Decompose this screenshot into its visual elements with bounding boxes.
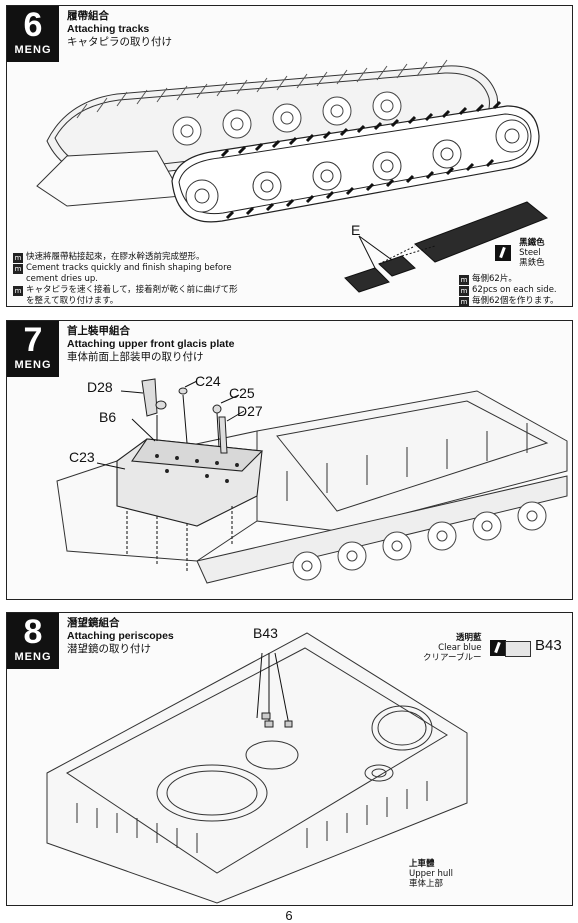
title-cn: 首上裝甲組合	[67, 325, 130, 337]
title-cn: 履帶組合	[67, 10, 109, 22]
glacis-illustration	[56, 378, 568, 584]
page-number: 6	[285, 908, 293, 923]
title-jp: 車体前面上部装甲の取り付け	[67, 351, 204, 363]
color-part-label: B43	[535, 637, 562, 654]
brand-logo: MENG	[14, 651, 52, 663]
paint-brush-icon	[495, 245, 511, 261]
step-7-panel: 7 MENG 首上裝甲組合 Attaching upper front glac…	[6, 320, 573, 600]
brand-logo: MENG	[14, 359, 52, 371]
lang-mark: m	[459, 286, 469, 296]
lang-mark: m	[459, 275, 469, 285]
title-jp: キャタピラの取り付け	[67, 36, 172, 48]
brand-logo: MENG	[14, 44, 52, 56]
part-label-b6: B6	[99, 409, 117, 425]
upper-hull-illustration	[46, 632, 468, 904]
step-7-titles: 首上裝甲組合 Attaching upper front glacis plat…	[67, 325, 234, 364]
periscope-part-icon	[505, 641, 531, 657]
title-jp: 潜望鏡の取り付け	[67, 643, 151, 655]
step-6-badge: 6 MENG	[7, 6, 59, 62]
step-6-panel: 6 MENG 履帶組合 Attaching tracks キャタピラの取り付け	[6, 5, 573, 307]
tracks-illustration	[36, 59, 548, 293]
part-label-c25: C25	[229, 385, 255, 401]
title-en: Attaching upper front glacis plate	[67, 338, 235, 350]
paint-brush-icon	[489, 640, 506, 656]
lang-mark: m	[13, 264, 23, 274]
title-en: Attaching periscopes	[67, 630, 174, 642]
step-number: 7	[23, 321, 43, 359]
part-label-e: E	[351, 222, 361, 238]
step-7-badge: 7 MENG	[7, 321, 59, 377]
step-number: 8	[23, 613, 43, 651]
step-6-titles: 履帶組合 Attaching tracks キャタピラの取り付け	[67, 10, 172, 49]
lang-mark: m	[459, 297, 469, 306]
upper-hull-label: 上車體 Upper hull 車体上部	[409, 859, 453, 889]
part-label-c23: C23	[69, 449, 95, 465]
step-number: 6	[23, 6, 43, 44]
color-chip-steel: 黑鐵色 Steel 黒鉄色	[495, 238, 545, 268]
step-8-titles: 潛望鏡組合 Attaching periscopes 潜望鏡の取り付け	[67, 617, 174, 656]
part-label-b43: B43	[253, 625, 278, 641]
lang-mark: m	[13, 286, 23, 296]
part-label-d27: D27	[237, 403, 263, 419]
title-cn: 潛望鏡組合	[67, 617, 120, 629]
part-label-c24: C24	[195, 373, 221, 389]
part-label-d28: D28	[87, 379, 113, 395]
step-8-panel: 8 MENG 潛望鏡組合 Attaching periscopes 潜望鏡の取り…	[6, 612, 573, 906]
title-en: Attaching tracks	[67, 23, 150, 35]
color-chip-clear-blue: 透明藍 Clear blue クリアーブルー	[423, 633, 506, 663]
lang-mark: m	[13, 253, 23, 263]
step-8-badge: 8 MENG	[7, 613, 59, 669]
